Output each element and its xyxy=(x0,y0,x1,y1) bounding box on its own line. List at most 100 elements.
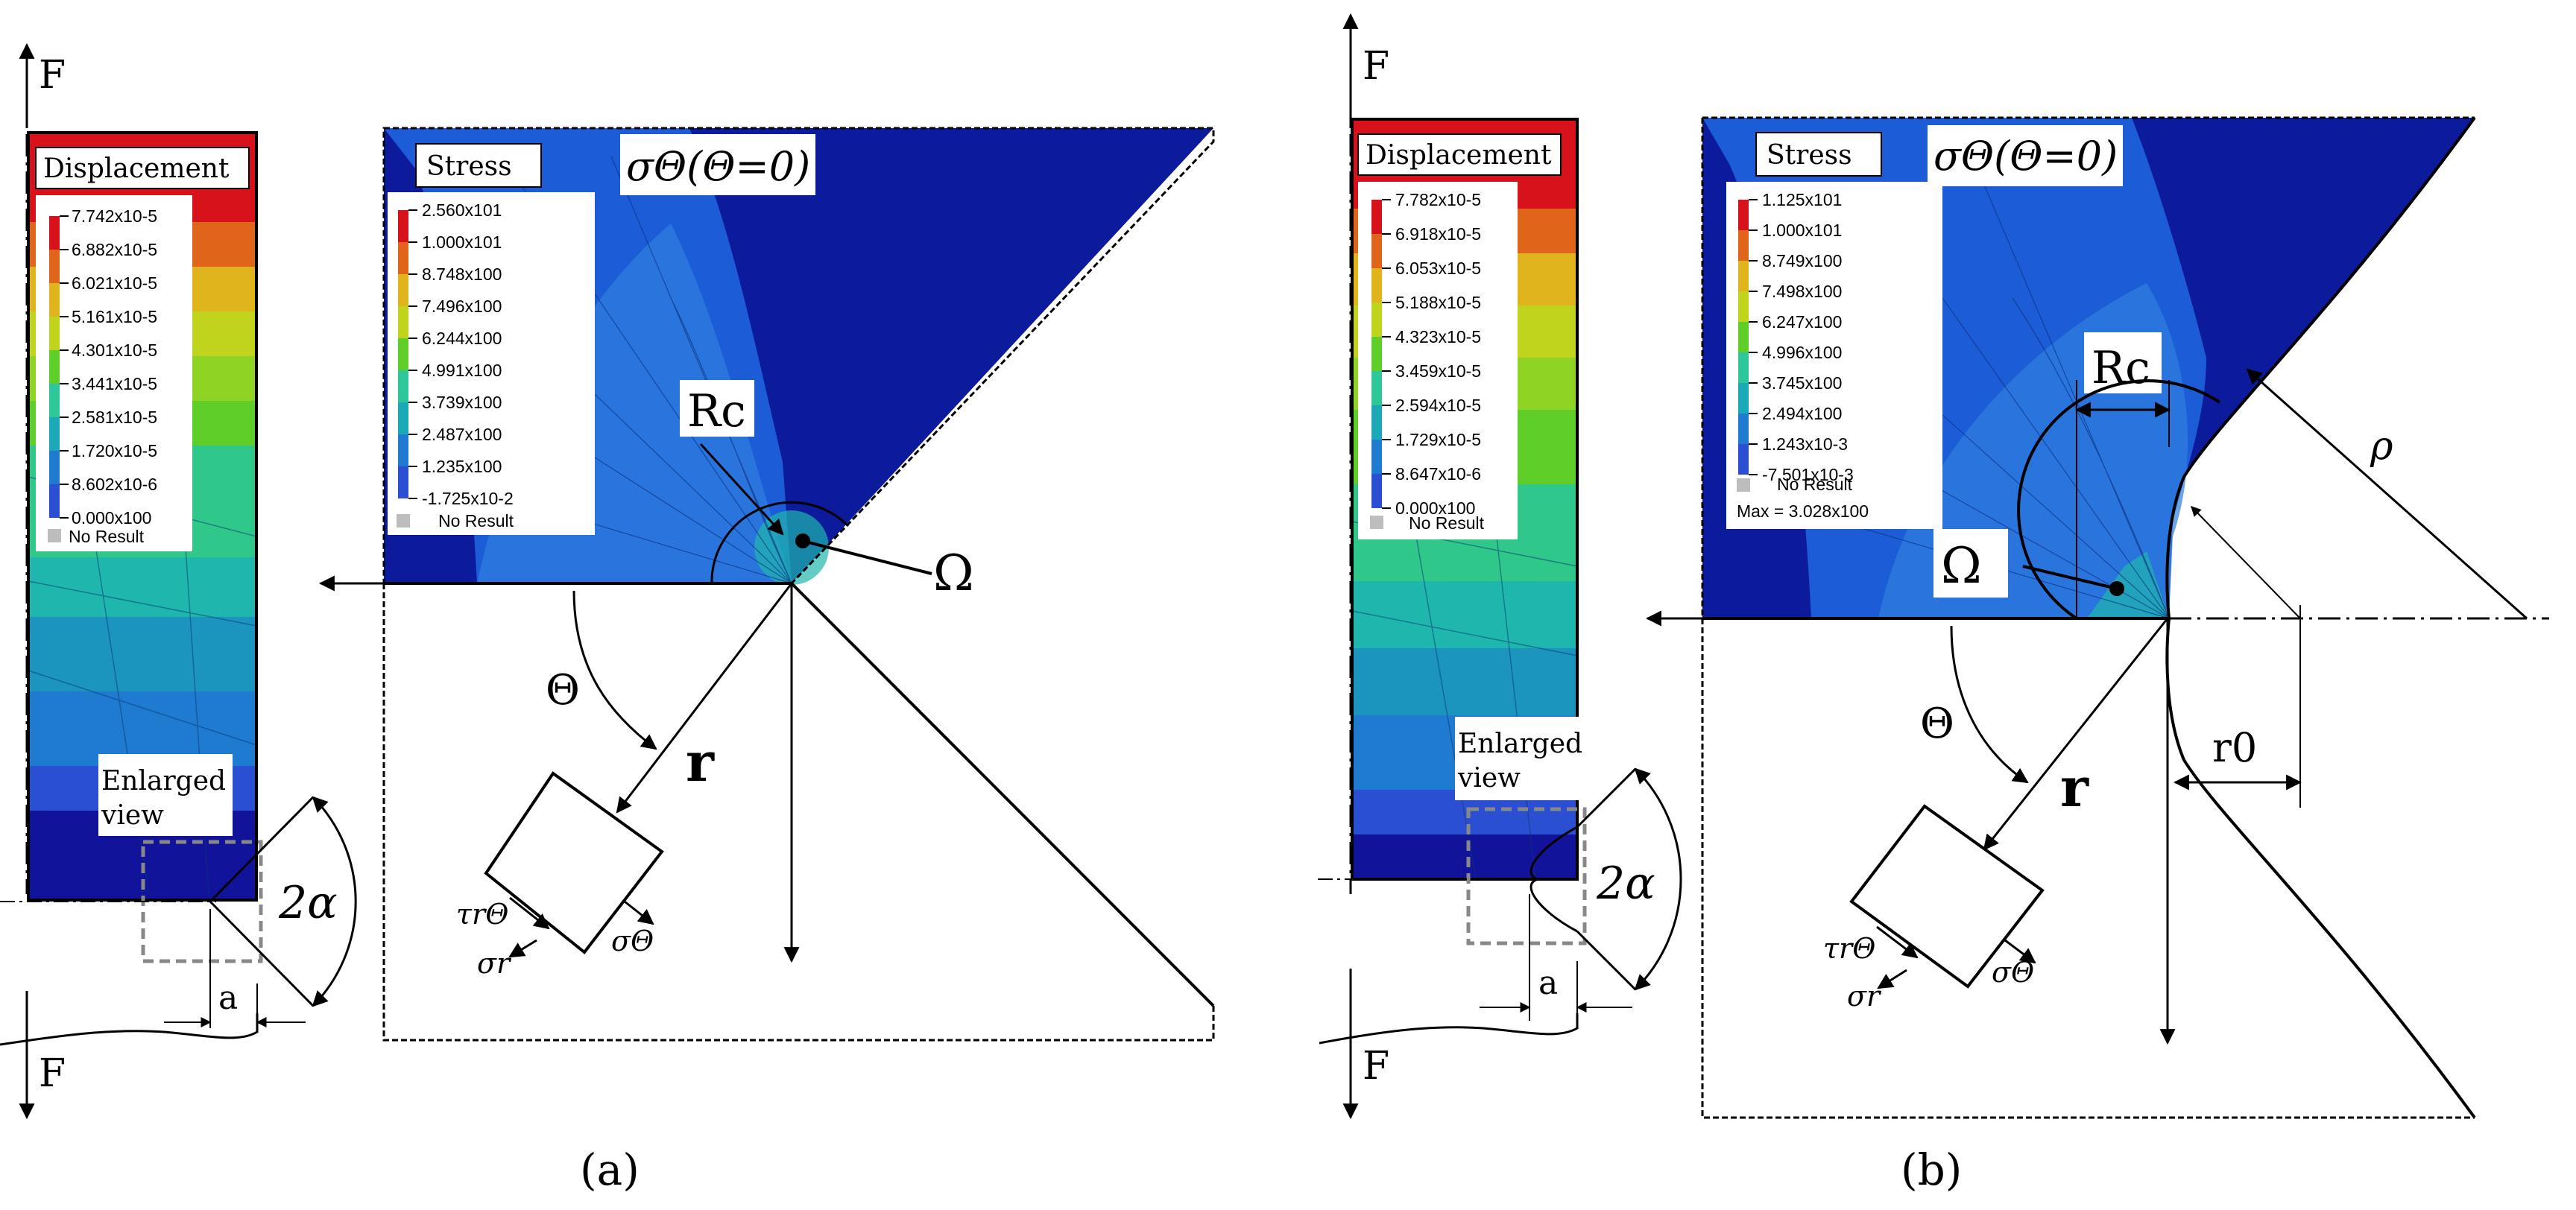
colorbar-segment xyxy=(1738,261,1749,291)
r-arrow xyxy=(1983,618,2169,851)
no-result-label: No Result xyxy=(1777,475,1853,494)
notch-angle-arc xyxy=(312,796,357,1007)
legend-value: 0.000x100 xyxy=(72,508,151,528)
stress-colorbar xyxy=(1738,199,1758,475)
no-result-swatch xyxy=(48,529,61,542)
legend-value: 8.748x100 xyxy=(422,265,502,284)
sigma-theta-label: σΘ(Θ=0) xyxy=(626,143,810,190)
force-label-bottom: F xyxy=(39,1051,66,1096)
colorbar-segment xyxy=(1371,371,1382,405)
break-line xyxy=(0,1013,259,1046)
panel-label-b: (b) xyxy=(1901,1144,1962,1195)
legend-value: 2.594x10-5 xyxy=(1395,396,1481,415)
enlarged-view-box xyxy=(98,754,233,836)
colorbar-segment xyxy=(398,274,408,306)
colorbar-segment xyxy=(49,451,60,484)
stress-legend-values: 1.125x1011.000x1018.749x1007.498x1006.24… xyxy=(1762,190,1854,484)
rho-label: ρ xyxy=(2370,424,2393,469)
notch-lower-flank xyxy=(790,582,1215,1007)
notch-flanks xyxy=(209,796,315,1007)
panel-label-a: (a) xyxy=(580,1144,640,1195)
legend-value: 7.742x10-5 xyxy=(72,206,157,226)
notch-angle-arc xyxy=(1634,767,1682,991)
sigma-r-arrow xyxy=(1877,969,1907,989)
colorbar-segment xyxy=(1738,444,1749,475)
r-arrow xyxy=(616,583,793,814)
force-label-top: F xyxy=(1363,44,1389,89)
colorbar-segment xyxy=(1371,234,1382,268)
colorbar-segment xyxy=(1371,405,1382,440)
legend-value: 6.244x100 xyxy=(422,329,502,348)
colorbar-segment xyxy=(1371,200,1382,234)
colorbar-segment xyxy=(49,484,60,518)
colorbar-segment xyxy=(49,417,60,451)
r0-label: r0 xyxy=(2212,724,2257,771)
enlarged-view-box xyxy=(1455,717,1589,800)
legend-value: 2.487x100 xyxy=(422,425,502,444)
omega-label-box xyxy=(1933,529,2008,598)
displacement-legend-values: 7.782x10-56.918x10-56.053x10-55.188x10-5… xyxy=(1395,190,1481,518)
sigma-theta-arrow xyxy=(2004,939,2036,964)
theta-arc xyxy=(572,590,657,750)
omega-leader xyxy=(2022,565,2118,590)
stress-legend: Stress 1.125x1011.000x1018.749x1007.498x… xyxy=(1726,132,1942,529)
displacement-legend-title: Displacement xyxy=(43,153,230,184)
sigma-theta-label-box xyxy=(620,134,815,195)
legend-value: 7.498x100 xyxy=(1762,282,1842,301)
colorbar-segment xyxy=(49,317,60,350)
legend-value: 6.053x10-5 xyxy=(1395,259,1481,278)
colorbar-segment xyxy=(398,242,408,274)
colorbar-segment xyxy=(49,250,60,283)
legend-value: 1.000x101 xyxy=(422,232,502,252)
colorbar-segment xyxy=(1371,268,1382,302)
stress-legend-values: 2.560x1011.000x1018.748x1007.496x1006.24… xyxy=(422,200,514,508)
legend-value: 4.323x10-5 xyxy=(1395,327,1481,346)
legend-value: 6.247x100 xyxy=(1762,312,1842,332)
tau-arrow xyxy=(1876,925,1919,959)
stress-colorbar xyxy=(398,209,417,499)
legend-value: 5.161x10-5 xyxy=(72,307,157,326)
colorbar-segment xyxy=(49,384,60,417)
legend-value: 3.745x100 xyxy=(1762,373,1842,393)
omega-label: Ω xyxy=(1941,537,1982,595)
no-result-label: No Result xyxy=(69,527,145,546)
no-result-label: No Result xyxy=(438,511,514,530)
colorbar-segment xyxy=(1738,200,1749,230)
colorbar-segment xyxy=(398,370,408,402)
colorbar-segment xyxy=(1738,291,1749,322)
no-result-swatch xyxy=(397,514,410,528)
legend-value: 6.021x10-5 xyxy=(72,273,157,293)
legend-value: 3.441x10-5 xyxy=(72,374,157,393)
colorbar-segment xyxy=(1738,322,1749,352)
legend-value: -1.725x10-2 xyxy=(422,489,514,508)
sigma-theta-elem-label: σΘ xyxy=(611,925,654,957)
colorbar-segment xyxy=(49,350,60,384)
rho-arrow xyxy=(2246,368,2528,620)
legend-value: 1.729x10-5 xyxy=(1395,430,1481,449)
force-label-top: F xyxy=(39,53,66,98)
colorbar-segment xyxy=(398,210,408,242)
legend-value: 7.496x100 xyxy=(422,297,502,316)
theta-label: Θ xyxy=(546,666,580,715)
notch-flanks xyxy=(1576,767,1637,991)
stress-element xyxy=(1849,804,2045,989)
displacement-legend: Displacement 7.742x10-5 6.882x10-5 6.021x1… xyxy=(35,147,250,551)
stress-legend-title: Stress xyxy=(1767,140,1852,171)
legend-value: 1.720x10-5 xyxy=(72,441,157,460)
displacement-colorbar xyxy=(49,215,69,519)
two-alpha-label: 2α xyxy=(278,877,338,929)
legend-value: 3.739x100 xyxy=(422,393,502,412)
a-label: a xyxy=(1538,964,1558,1002)
tau-arrow xyxy=(509,896,550,930)
stress-max-label: Max = 3.028x100 xyxy=(1737,501,1869,521)
legend-value: 0.000x100 xyxy=(1395,498,1475,518)
no-result-swatch xyxy=(1737,478,1750,492)
r-label: r xyxy=(686,730,715,794)
sigma-theta-label: σΘ(Θ=0) xyxy=(1933,133,2118,180)
legend-value: 6.882x10-5 xyxy=(72,240,157,259)
colorbar-segment xyxy=(398,306,408,338)
legend-value: 1.243x10-3 xyxy=(1762,434,1848,454)
legend-value: 1.000x101 xyxy=(1762,221,1842,240)
sigma-theta-arrow xyxy=(624,900,654,925)
